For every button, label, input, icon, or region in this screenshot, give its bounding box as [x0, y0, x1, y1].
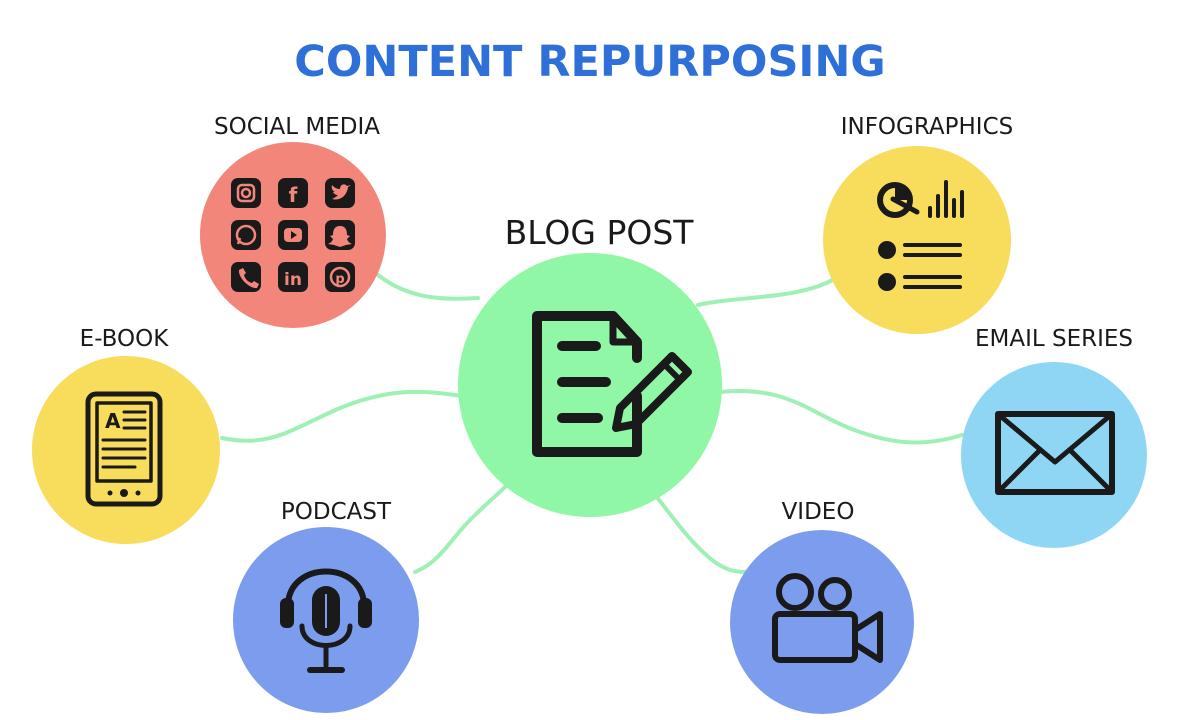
social-media-label: SOCIAL MEDIA: [214, 114, 380, 140]
facebook-icon: f: [278, 178, 308, 208]
svg-text:A: A: [105, 409, 121, 433]
document-pencil-icon: [532, 311, 692, 457]
node-social-media: SOCIAL MEDIA f: [200, 114, 386, 328]
node-video: VIDEO: [730, 499, 914, 714]
node-podcast: PODCAST: [233, 499, 419, 713]
node-blog-post: BLOG POST: [458, 213, 722, 517]
snapchat-icon: [325, 220, 355, 250]
ebook-label: E-BOOK: [80, 326, 170, 352]
infographics-label: INFOGRAPHICS: [841, 114, 1014, 140]
ereader-icon: A: [85, 391, 163, 507]
youtube-icon: [278, 220, 308, 250]
envelope-icon: [995, 411, 1115, 495]
video-label: VIDEO: [782, 499, 855, 525]
headset-microphone-icon: [280, 568, 372, 673]
instagram-icon: [231, 178, 261, 208]
connector-podcast: [413, 482, 510, 574]
connector-email-series: [718, 389, 964, 445]
linkedin-icon: in: [278, 262, 308, 292]
node-email-series: EMAIL SERIES: [961, 326, 1147, 548]
email-series-label: EMAIL SERIES: [975, 326, 1133, 352]
pinterest-icon: p: [325, 262, 355, 292]
diagram-title: CONTENT REPURPOSING: [294, 37, 885, 87]
email-series-circle: [961, 362, 1147, 548]
connector-ebook: [220, 389, 464, 443]
podcast-label: PODCAST: [281, 499, 392, 525]
video-camera-icon: [772, 573, 883, 663]
twitter-icon: [325, 178, 355, 208]
connector-video: [654, 494, 747, 574]
whatsapp-icon: [231, 220, 261, 250]
connector-social-media: [376, 273, 480, 301]
connectors: [220, 273, 964, 574]
connector-infographics: [696, 276, 838, 307]
blog-post-label: BLOG POST: [505, 213, 695, 252]
svg-text:f: f: [289, 183, 298, 207]
chart-list-icon: [877, 180, 964, 291]
node-infographics: INFOGRAPHICS: [823, 114, 1013, 334]
node-ebook: E-BOOK A: [32, 326, 220, 544]
social-media-grid-icon: f: [231, 178, 355, 292]
video-circle: [730, 530, 914, 714]
svg-text:p: p: [335, 272, 344, 287]
svg-text:in: in: [284, 270, 302, 290]
infographics-circle: [823, 146, 1011, 334]
viber-icon: [231, 262, 261, 292]
